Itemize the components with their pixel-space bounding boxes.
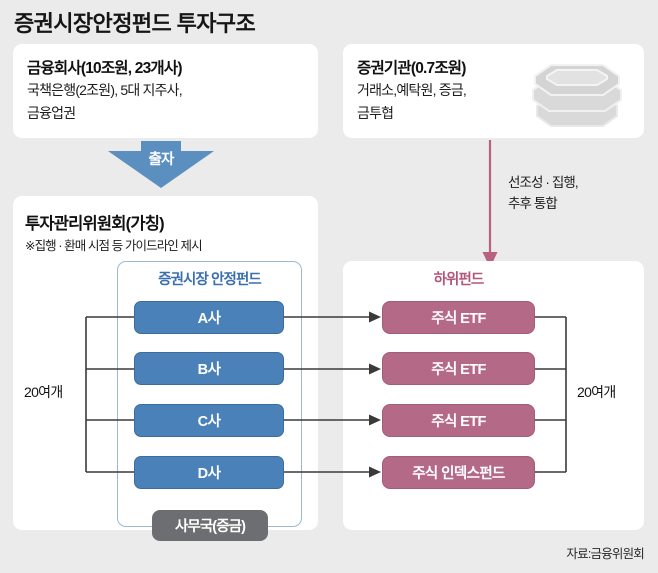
securities-institution-line1: 거래소,예탁원, 증금, <box>357 82 467 98</box>
page-title: 증권시장안정펀드 투자구조 <box>14 11 256 36</box>
member-company-box[interactable]: C사 <box>134 404 284 437</box>
member-company-box[interactable]: D사 <box>134 456 284 489</box>
pink-note-line1: 선조성 · 집행, <box>508 175 579 190</box>
financial-company-line2: 금융업권 <box>27 105 76 121</box>
securities-institution-heading: 증권기관(0.7조원) <box>357 60 466 77</box>
office-box: 사무국(증금) <box>152 510 268 541</box>
right-count-label: 20여개 <box>577 384 616 400</box>
financial-company-line1: 국책은행(2조원), 5대 지주사, <box>27 82 183 98</box>
pink-connector-note: 선조성 · 집행, 추후 통합 <box>508 172 579 214</box>
sub-fund-box[interactable]: 주식 ETF <box>382 301 535 334</box>
sub-fund-box[interactable]: 주식 ETF <box>382 404 535 437</box>
sub-fund-box[interactable]: 주식 인덱스펀드 <box>382 456 535 489</box>
sub-fund-box[interactable]: 주식 ETF <box>382 352 535 385</box>
coin-stack-icon <box>532 64 622 127</box>
left-count-label: 20여개 <box>24 384 63 400</box>
chulja-arrow-icon <box>108 141 214 188</box>
member-company-box[interactable]: A사 <box>134 301 284 334</box>
committee-note: ※집행 · 환매 시점 등 가이드라인 제시 <box>25 239 203 253</box>
source-note: 자료:금융위원회 <box>566 547 644 561</box>
financial-company-heading: 금융회사(10조원, 23개사) <box>27 60 183 77</box>
top-left-panel <box>13 44 318 138</box>
member-company-box[interactable]: B사 <box>134 352 284 385</box>
stabilization-fund-title: 증권시장 안정펀드 <box>158 272 262 288</box>
sub-fund-connector-arrow <box>482 140 498 268</box>
committee-heading: 투자관리위원회(가칭) <box>25 215 165 233</box>
sub-fund-title: 하위펀드 <box>433 272 485 288</box>
securities-institution-line2: 금투협 <box>357 105 394 121</box>
pink-note-line2: 추후 통합 <box>508 196 558 211</box>
